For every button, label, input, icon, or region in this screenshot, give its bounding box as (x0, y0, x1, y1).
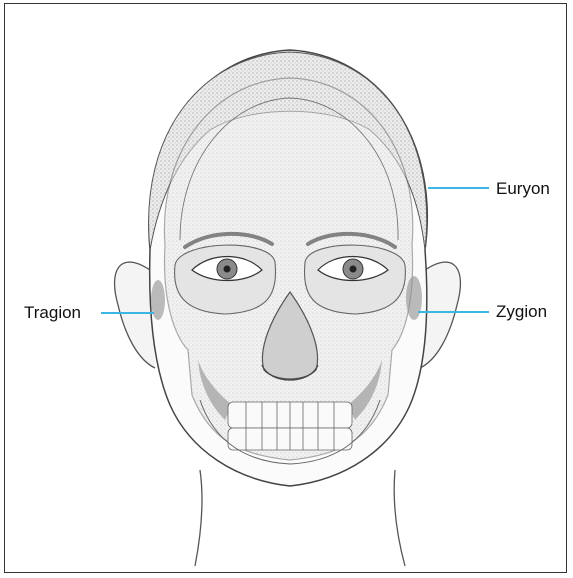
teeth (228, 402, 352, 450)
zygion-label: Zygion (496, 303, 547, 320)
tragion-label: Tragion (24, 304, 81, 321)
euryon-label: Euryon (496, 180, 550, 197)
left-ear (115, 262, 155, 368)
